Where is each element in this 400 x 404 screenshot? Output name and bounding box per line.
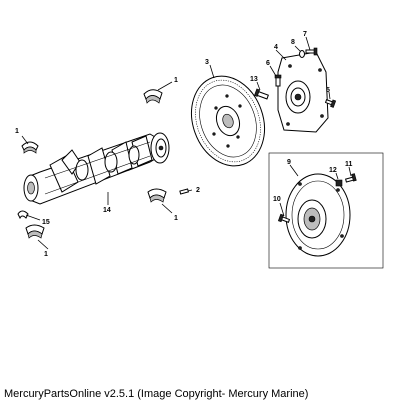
bolt-10[interactable] [277,213,291,223]
leader-lines [21,36,352,250]
main-bearing-lower-right[interactable] [147,188,167,203]
callout-7: 7 [303,31,307,38]
flywheel[interactable] [179,66,276,176]
callout-10: 10 [273,196,281,203]
callout-2: 2 [196,187,200,194]
crankshaft[interactable] [23,132,170,205]
callout-labels: 1 1 1 1 2 3 4 5 6 7 8 9 10 11 12 13 14 1… [15,31,353,258]
dowel-pin-2[interactable] [179,188,189,195]
inset-frame [268,152,384,269]
callout-5: 5 [326,87,330,94]
drive-coupler[interactable] [285,173,351,257]
main-bearing-lower-left[interactable] [25,224,45,239]
callout-1-top: 1 [174,77,178,84]
callout-12: 12 [329,167,337,174]
callout-6: 6 [266,60,270,67]
callout-11: 11 [345,161,353,168]
callout-1-left: 1 [15,128,19,135]
callout-3: 3 [205,59,209,66]
washer-8[interactable] [299,50,305,58]
bolt-6[interactable] [274,74,282,87]
callout-14: 14 [103,207,111,214]
callout-8: 8 [291,39,295,46]
main-bearing-upper-left[interactable] [21,141,39,154]
callout-13: 13 [250,76,258,83]
callout-15: 15 [42,219,50,226]
image-caption: MercuryPartsOnline v2.5.1 (Image Copyrig… [4,388,309,400]
main-bearing-top[interactable] [143,89,163,104]
thrust-washer-15[interactable] [17,210,29,220]
bolt-13[interactable] [254,88,269,100]
bolt-5[interactable] [324,99,337,108]
nut-12[interactable] [335,179,343,187]
drive-plate[interactable] [277,51,329,133]
callout-4: 4 [274,44,278,51]
callout-9: 9 [287,159,291,166]
callout-1-right: 1 [174,215,178,222]
bolt-7[interactable] [305,47,318,56]
bolt-11[interactable] [345,173,357,183]
callout-1-bottom: 1 [44,251,48,258]
